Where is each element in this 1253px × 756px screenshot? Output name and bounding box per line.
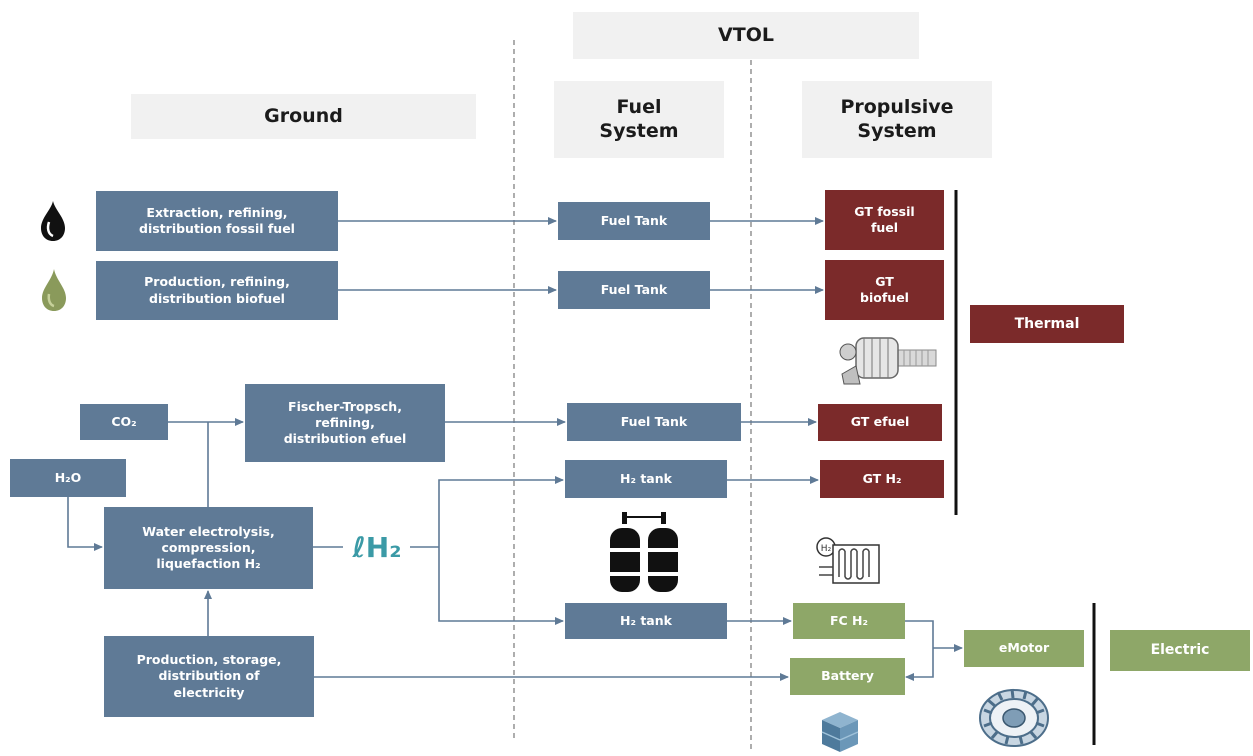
water-electrolysis-box: Water electrolysis, compression, liquefa…: [104, 507, 313, 589]
gt-h2-box: GT H₂: [820, 460, 944, 498]
emotor-box: eMotor: [964, 630, 1084, 667]
battery-pack-icon: [821, 712, 859, 752]
vtol-header: VTOL: [573, 12, 919, 59]
oil-drop-icon: [41, 201, 65, 241]
arrow-h2o-to-electrolysis: [67, 497, 103, 551]
liquid-hydrogen-icon: ℓH₂: [352, 530, 402, 564]
h2-tank-thermal: H₂ tank: [565, 460, 727, 498]
fossil-fuel-production-box: Extraction, refining, distribution fossi…: [96, 191, 338, 251]
arrow-motor-to-battery: [905, 648, 934, 681]
biofuel-production-box: Production, refining, distribution biofu…: [96, 261, 338, 320]
arrow-branch-to-h2-tank-2: [438, 547, 564, 625]
fuel-cell-icon: H₂: [816, 537, 880, 584]
fuel-system-header: Fuel System: [554, 81, 724, 158]
gt-fossil-fuel-box: GT fossil fuel: [825, 190, 944, 250]
fischer-tropsch-box: Fischer-Tropsch, refining, distribution …: [245, 384, 445, 462]
bio-drop-icon: [42, 269, 66, 311]
ground-header: Ground: [131, 94, 476, 139]
fuel-tank-fossil: Fuel Tank: [558, 202, 710, 240]
electric-category: Electric: [1110, 630, 1250, 671]
fuel-tank-efuel: Fuel Tank: [567, 403, 741, 441]
arrow-branch-to-h2-tank-1: [438, 476, 564, 547]
battery-box: Battery: [790, 658, 905, 695]
fuel-tank-biofuel: Fuel Tank: [558, 271, 710, 309]
co2-box: CO₂: [80, 404, 168, 440]
fc-h2-box: FC H₂: [793, 603, 905, 639]
gt-biofuel-box: GT biofuel: [825, 260, 944, 320]
gt-efuel-box: GT efuel: [818, 404, 942, 441]
svg-text:H₂: H₂: [821, 544, 832, 554]
gas-turbine-icon: [839, 337, 937, 385]
h2-tank-electric: H₂ tank: [565, 603, 727, 639]
thermal-category: Thermal: [970, 305, 1124, 343]
hydrogen-cylinders-icon: [598, 506, 690, 598]
line-fc-to-motor: [905, 620, 934, 648]
electricity-production-box: Production, storage, distribution of ele…: [104, 636, 314, 717]
electric-motor-icon: [979, 688, 1049, 747]
h2o-box: H₂O: [10, 459, 126, 497]
propulsive-system-header: Propulsive System: [802, 81, 992, 158]
